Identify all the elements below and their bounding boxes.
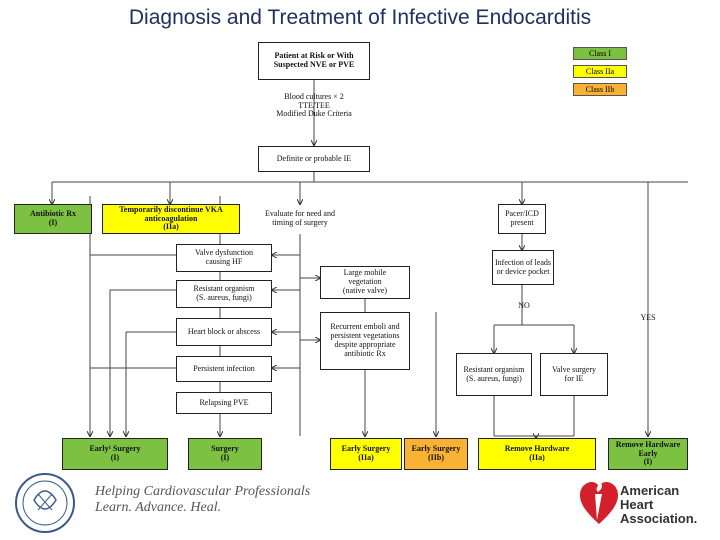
node-text: Large mobile (343, 268, 387, 278)
node-text: Resistant organism (463, 364, 525, 374)
label-yes: YES (640, 312, 656, 322)
aha-wordmark: American Heart Association. (620, 484, 697, 526)
node-text: Blood cultures × 2 (284, 91, 344, 101)
node-text: Remove Hardware (615, 439, 681, 449)
node-text: (native valve) (342, 285, 388, 295)
node-text: (IIb) (427, 453, 444, 462)
node-text: anticoagulation (144, 213, 198, 223)
label-no: NO (518, 300, 530, 310)
outcome-remove-hardware-early-class-1: Remove Hardware Early (I) (608, 438, 688, 470)
page-title: Diagnosis and Treatment of Infective End… (128, 6, 592, 29)
node-text: antibiotic Rx (344, 348, 386, 358)
node-text: Valve dysfunction (195, 248, 253, 258)
node-text: TTE/TEE (298, 100, 330, 110)
node-text: (I) (110, 453, 120, 462)
outcome-surgery-class-1: Surgery (I) (188, 438, 262, 470)
aha-word-3: Association. (620, 511, 698, 526)
outcome-early-surgery-class-2b: Early Surgery (IIb) (404, 438, 468, 470)
node-recurrent-emboli: Recurrent emboli and persistent vegetati… (320, 312, 410, 370)
legend-class-2b: Class IIb (573, 83, 627, 96)
node-discontinue-vka: Temporarily discontinue VKA anticoagulat… (102, 204, 240, 234)
node-persistent-infection: Persistent infection (176, 356, 272, 382)
node-heart-block: Heart block or abscess (176, 318, 272, 346)
node-text: Remove Hardware (504, 444, 570, 454)
node-text: present (510, 218, 534, 227)
node-text: Patient at Risk or With (274, 51, 354, 61)
outcome-remove-hardware-class-2a: Remove Hardware (IIa) (478, 438, 596, 470)
aha-word-2: Heart (620, 497, 654, 512)
node-text: (IIa) (358, 453, 374, 462)
node-relapsing-pve: Relapsing PVE (176, 392, 272, 414)
node-text: Early Surgery (341, 444, 391, 454)
node-text: Pacer/ICD (505, 209, 539, 219)
node-text: despite appropriate (334, 340, 396, 349)
node-text: for IE (564, 373, 584, 383)
node-text: Suspected NVE or PVE (273, 60, 355, 69)
node-antibiotic-rx: Antibiotic Rx (I) (14, 204, 92, 234)
acc-tagline: Helping Cardiovascular Professionals Lea… (95, 484, 310, 516)
node-pacer-icd: Pacer/ICD present (498, 204, 546, 234)
node-text: Surgery (211, 444, 239, 454)
tagline-line-1: Helping Cardiovascular Professionals (95, 484, 311, 499)
node-text: (I) (643, 457, 653, 467)
node-evaluate-surgery: Evaluate for need and timing of surgery (250, 206, 350, 232)
node-diagnostic-workup: Blood cultures × 2 TTE/TEE Modified Duke… (258, 90, 370, 122)
node-text: Early¹ Surgery (89, 444, 141, 454)
node-text: Resistant organism (193, 284, 255, 294)
legend-class-2a: Class IIa (573, 65, 627, 78)
node-text: (S. aureus, fungi) (196, 293, 252, 302)
node-valve-surgery: Valve surgery for IE (540, 353, 608, 396)
node-valve-dysfunction: Valve dysfunction causing HF (176, 244, 272, 272)
node-text: Early Surgery (411, 444, 461, 454)
node-text: (IIa) (163, 222, 179, 232)
node-text: persistent vegetations (330, 331, 400, 341)
outcome-early-surgery-class-2a: Early Surgery (IIa) (330, 438, 402, 470)
node-patient-at-risk: Patient at Risk or With Suspected NVE or… (258, 42, 370, 80)
aha-heart-torch-icon (580, 480, 618, 524)
node-text: (IIa) (529, 453, 545, 462)
node-infection-of-leads: Infection of leads or device pocket (492, 250, 554, 285)
node-text: (S. aureus, fungi) (466, 373, 522, 383)
node-text: Valve surgery (551, 364, 597, 374)
outcome-early-surgery-class-1: Early¹ Surgery (I) (62, 438, 168, 470)
node-large-mobile-vegetation: Large mobile vegetation (native valve) (320, 266, 410, 299)
node-text: (I) (220, 453, 230, 462)
node-text: or device pocket (496, 266, 550, 276)
aha-word-1: American (620, 483, 680, 498)
node-resistant-organism-device: Resistant organism (S. aureus, fungi) (456, 353, 532, 396)
node-text: (I) (48, 218, 58, 227)
node-text: Modified Duke Criteria (276, 109, 352, 119)
node-text: Evaluate for need and (265, 209, 335, 219)
tagline-line-2: Learn. Advance. Heal. (95, 500, 222, 515)
node-text: Antibiotic Rx (30, 209, 76, 219)
node-definite-probable-ie: Definite or probable IE (258, 146, 370, 172)
node-text: Infection of leads (495, 257, 551, 267)
node-resistant-organism: Resistant organism (S. aureus, fungi) (176, 280, 272, 308)
node-text: timing of surgery (272, 218, 328, 227)
node-text: Recurrent emboli and (330, 322, 400, 332)
node-text: Early (638, 448, 658, 458)
node-text: causing HF (205, 257, 243, 266)
acc-seal-logo (15, 473, 75, 533)
node-text: Temporarily discontinue VKA (119, 204, 223, 214)
legend-class-1: Class I (573, 47, 627, 60)
node-text: vegetation (348, 277, 382, 287)
